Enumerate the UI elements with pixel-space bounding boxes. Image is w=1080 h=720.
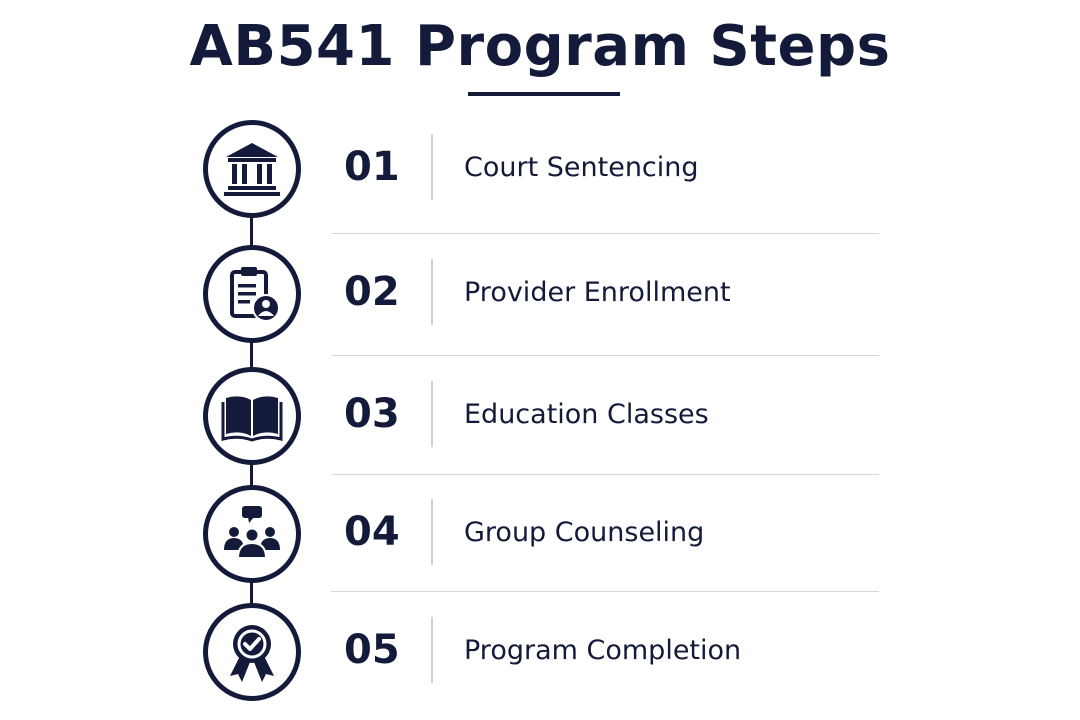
open-book-icon bbox=[221, 396, 283, 442]
step-number: 03 bbox=[344, 391, 400, 437]
step-icon-circle bbox=[203, 367, 301, 465]
row-separator bbox=[331, 591, 879, 592]
row-separator bbox=[331, 355, 879, 356]
page-title: AB541 Program Steps bbox=[189, 14, 891, 79]
step-number: 01 bbox=[344, 144, 400, 190]
step-row: 03 Education Classes bbox=[0, 367, 1080, 467]
step-row: 02 Provider Enrollment bbox=[0, 245, 1080, 345]
clipboard-user-icon bbox=[230, 267, 280, 322]
step-icon-circle bbox=[203, 120, 301, 218]
step-icon-circle bbox=[203, 485, 301, 583]
step-divider bbox=[431, 134, 433, 200]
step-icon-circle bbox=[203, 245, 301, 343]
step-divider bbox=[431, 259, 433, 325]
group-chat-icon bbox=[224, 506, 280, 559]
award-badge-icon bbox=[230, 625, 274, 682]
step-number: 02 bbox=[344, 269, 400, 315]
step-divider bbox=[431, 617, 433, 683]
step-row: 01 Court Sentencing bbox=[0, 120, 1080, 220]
courthouse-icon bbox=[224, 143, 280, 196]
step-icon-circle bbox=[203, 603, 301, 701]
step-label: Education Classes bbox=[464, 399, 709, 430]
step-divider bbox=[431, 499, 433, 565]
step-number: 05 bbox=[344, 627, 400, 673]
step-label: Program Completion bbox=[464, 635, 742, 666]
title-underline bbox=[468, 92, 620, 96]
step-number: 04 bbox=[344, 509, 400, 555]
step-row: 04 Group Counseling bbox=[0, 485, 1080, 585]
row-separator bbox=[331, 474, 879, 475]
step-row: 05 Program Completion bbox=[0, 603, 1080, 703]
step-label: Group Counseling bbox=[464, 517, 705, 548]
row-separator bbox=[331, 233, 879, 234]
step-divider bbox=[431, 381, 433, 447]
step-label: Court Sentencing bbox=[464, 152, 699, 183]
step-label: Provider Enrollment bbox=[464, 277, 731, 308]
